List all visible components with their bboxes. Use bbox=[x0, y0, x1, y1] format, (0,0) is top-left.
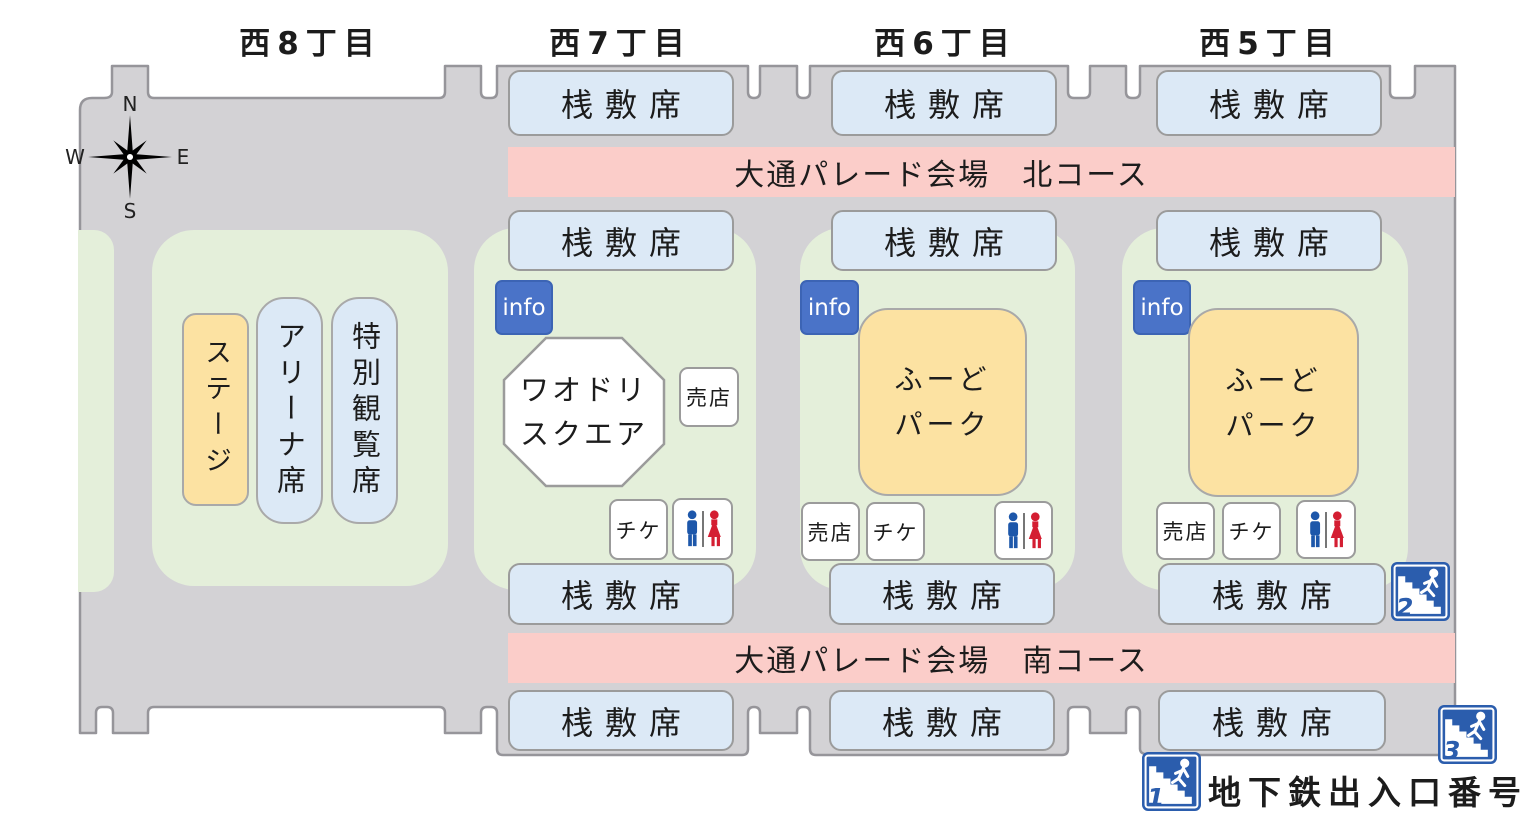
special-viewing-seat-box: 特別観覧席 bbox=[331, 297, 398, 524]
woman-icon bbox=[1028, 511, 1042, 548]
parade-course-north-band: 大通パレード会場 北コース bbox=[508, 147, 1455, 197]
green-block-west-edge bbox=[78, 230, 114, 592]
shop-box: 売店 bbox=[679, 367, 739, 427]
subway-exit-number: 2 bbox=[1396, 593, 1414, 622]
stairs-icon bbox=[1391, 562, 1450, 621]
compass-label-north: N bbox=[122, 92, 138, 116]
subway-exit-2-icon: 2 bbox=[1389, 561, 1452, 622]
woman-icon bbox=[707, 510, 721, 547]
sajiki-seat-box: 桟敷席 bbox=[831, 210, 1057, 271]
compass-rose-icon bbox=[88, 115, 172, 199]
sajiki-seat-box: 桟敷席 bbox=[1158, 563, 1386, 625]
arena-seat-box: アリーナ席 bbox=[256, 297, 323, 524]
stairs-icon bbox=[1438, 705, 1497, 764]
subway-exit-number: 1 bbox=[1147, 783, 1165, 812]
toilet-divider bbox=[701, 511, 704, 547]
info-badge: info bbox=[800, 280, 859, 335]
sajiki-seat-box: 桟敷席 bbox=[508, 690, 734, 751]
sajiki-seat-box: 桟敷席 bbox=[508, 563, 734, 625]
compass-label-west: W bbox=[65, 145, 85, 169]
man-icon bbox=[686, 510, 697, 547]
parade-course-south-label: 大通パレード会場 南コース bbox=[734, 644, 1149, 679]
toilet-box bbox=[1296, 500, 1356, 559]
ticket-box: チケ bbox=[1222, 502, 1281, 560]
sajiki-seat-box: 桟敷席 bbox=[829, 563, 1055, 625]
waodori-square-octagon: ワオドリ スクエア bbox=[496, 330, 672, 494]
subway-exit-1-icon: 1 bbox=[1140, 751, 1203, 812]
ticket-box: チケ bbox=[609, 499, 668, 560]
compass-label-south: S bbox=[123, 199, 137, 223]
info-badge: info bbox=[1133, 280, 1191, 335]
sajiki-seat-box: 桟敷席 bbox=[831, 70, 1057, 136]
ticket-box: チケ bbox=[866, 502, 925, 561]
info-badge: info bbox=[495, 280, 553, 335]
sajiki-seat-box: 桟敷席 bbox=[508, 210, 734, 271]
waodori-square-label: ワオドリ スクエア bbox=[519, 373, 648, 451]
man-icon bbox=[1007, 511, 1018, 548]
food-park-box: ふーど パーク bbox=[1188, 308, 1359, 497]
subway-exit-number: 3 bbox=[1443, 736, 1461, 765]
district-label-west5: 西5丁目 bbox=[1199, 26, 1342, 62]
shop-box: 売店 bbox=[801, 502, 860, 561]
toilet-divider bbox=[1022, 512, 1025, 549]
subway-exit-3-icon: 3 bbox=[1436, 704, 1499, 765]
shop-box: 売店 bbox=[1156, 502, 1215, 560]
man-icon bbox=[1310, 510, 1321, 547]
sajiki-seat-box: 桟敷席 bbox=[1156, 210, 1382, 271]
parade-course-south-band: 大通パレード会場 南コース bbox=[508, 633, 1455, 683]
stairs-icon bbox=[1142, 752, 1201, 811]
district-label-west8: 西8丁目 bbox=[239, 26, 382, 62]
toilet-divider bbox=[1325, 511, 1327, 548]
compass-label-east: E bbox=[176, 145, 190, 169]
sajiki-seat-box: 桟敷席 bbox=[1158, 690, 1386, 751]
legend-subway-label: 地下鉄出入口番号 bbox=[1208, 773, 1528, 812]
sajiki-seat-box: 桟敷席 bbox=[1156, 70, 1382, 136]
sajiki-seat-box: 桟敷席 bbox=[508, 70, 734, 136]
parade-course-north-label: 大通パレード会場 北コース bbox=[734, 158, 1149, 193]
district-label-west6: 西6丁目 bbox=[874, 26, 1017, 62]
food-park-box: ふーど パーク bbox=[858, 308, 1027, 496]
sajiki-seat-box: 桟敷席 bbox=[829, 690, 1055, 751]
toilet-box bbox=[672, 498, 733, 560]
district-label-west7: 西7丁目 bbox=[549, 26, 692, 62]
woman-icon bbox=[1330, 510, 1344, 547]
toilet-box bbox=[994, 501, 1053, 560]
stage-box: ステージ bbox=[182, 313, 249, 506]
